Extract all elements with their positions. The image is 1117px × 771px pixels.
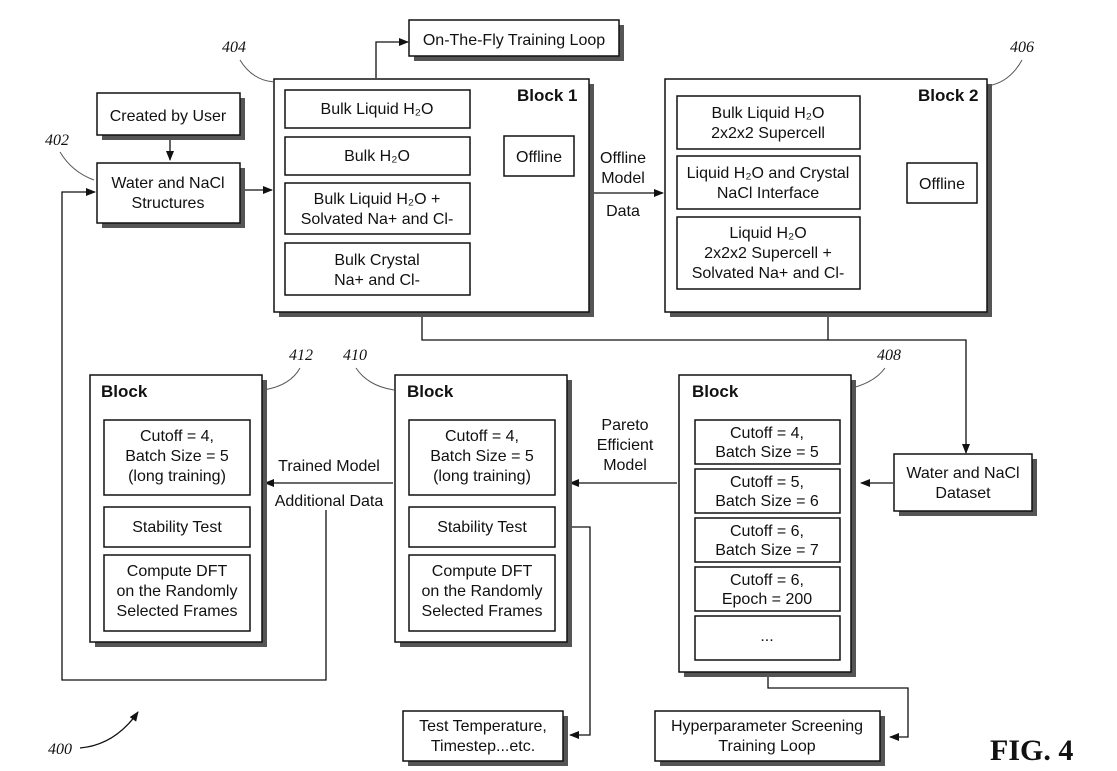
block1-item-3-line-2: Solvated Na+ and Cl-	[301, 211, 454, 228]
arrow-block1-to-loop	[376, 42, 408, 78]
additional-data-label: Additional Data	[275, 493, 384, 510]
figure-label: FIG. 4	[990, 734, 1073, 767]
structures-line-2: Structures	[132, 195, 205, 212]
ref-406-leader	[988, 60, 1022, 86]
block2-item-3-line-1: Liquid H₂O	[729, 225, 806, 242]
block1-item-3-line-1: Bulk Liquid H₂O +	[314, 191, 441, 208]
block1-item-4-line-1: Bulk Crystal	[334, 252, 419, 269]
block1-item-2-text: Bulk H₂O	[344, 148, 410, 165]
block-410-item-3-line-1: Compute DFT	[432, 563, 533, 580]
block1-offline-label: Offline	[516, 149, 562, 166]
ref-408: 408	[877, 347, 901, 364]
dataset-box	[894, 454, 1032, 511]
block1-item-1-text: Bulk Liquid H₂O	[321, 101, 434, 118]
pareto-line-3: Model	[603, 457, 647, 474]
hyperparameter-line-1: Hyperparameter Screening	[671, 718, 863, 735]
block-412-title: Block	[101, 382, 148, 401]
created-by-user-label: Created by User	[110, 108, 227, 125]
block-408-item-2-line-2: Batch Size = 6	[715, 493, 819, 510]
block-408-item-1-line-2: Batch Size = 5	[715, 444, 819, 461]
pareto-line-2: Efficient	[597, 437, 654, 454]
block1-title: Block 1	[517, 86, 577, 105]
between-line-3: Data	[606, 203, 640, 220]
block-412-item-1-line-1: Cutoff = 4,	[140, 428, 214, 445]
block-410-item-1-line-3: (long training)	[433, 468, 531, 485]
block-408-item-1-line-1: Cutoff = 4,	[730, 425, 804, 442]
dataset-line-2: Dataset	[935, 485, 991, 502]
block-408-item-3-line-1: Cutoff = 6,	[730, 523, 804, 540]
ref-408-leader	[852, 368, 885, 388]
between-line-2: Model	[601, 170, 645, 187]
block2-item-1-line-1: Bulk Liquid H₂O	[712, 105, 825, 122]
block-412-item-1-line-2: Batch Size = 5	[125, 448, 229, 465]
block-412-item-3-line-2: on the Randomly	[117, 583, 238, 600]
block2-item-2-line-2: NaCl Interface	[717, 185, 819, 202]
block-412-item-1-line-3: (long training)	[128, 468, 226, 485]
ref-400-arrow	[80, 712, 138, 748]
block-410-item-2-text: Stability Test	[437, 519, 527, 536]
ref-406: 406	[1010, 39, 1034, 56]
hyperparameter-line-2: Training Loop	[718, 738, 815, 755]
block2-item-3-line-2: 2x2x2 Supercell +	[704, 245, 832, 262]
between-line-1: Offline	[600, 150, 646, 167]
test-temperature-line-2: Timestep...etc.	[431, 738, 535, 755]
structures-box	[97, 163, 240, 223]
ref-400: 400	[48, 741, 72, 758]
ref-402-leader	[60, 152, 94, 180]
structures-line-1: Water and NaCl	[111, 175, 224, 192]
ref-402: 402	[45, 132, 69, 149]
block-410-item-3-line-3: Selected Frames	[422, 603, 543, 620]
ref-412-leader	[263, 368, 300, 390]
ref-410-leader	[356, 368, 394, 390]
pareto-line-1: Pareto	[601, 417, 648, 434]
block-408-item-4-line-1: Cutoff = 6,	[730, 572, 804, 589]
block-410-item-3-line-2: on the Randomly	[422, 583, 543, 600]
block-408-item-2-line-1: Cutoff = 5,	[730, 474, 804, 491]
block-408-item-4-line-2: Epoch = 200	[722, 591, 812, 608]
block2-item-3-line-3: Solvated Na+ and Cl-	[692, 265, 845, 282]
block2-title: Block 2	[918, 86, 978, 105]
test-temperature-line-1: Test Temperature,	[419, 718, 547, 735]
block-408-item-5-text: ...	[760, 628, 773, 645]
block-408-title: Block	[692, 382, 739, 401]
block-410-item-1-line-2: Batch Size = 5	[430, 448, 534, 465]
block2-item-2-line-1: Liquid H₂O and Crystal	[687, 165, 850, 182]
on-the-fly-loop-label: On-The-Fly Training Loop	[423, 32, 605, 49]
block-412-item-3-line-3: Selected Frames	[117, 603, 238, 620]
block1-item-4-line-2: Na+ and Cl-	[334, 272, 420, 289]
block-410-title: Block	[407, 382, 454, 401]
block-412-item-3-line-1: Compute DFT	[127, 563, 228, 580]
ref-404: 404	[222, 39, 246, 56]
ref-410: 410	[343, 347, 367, 364]
ref-404-leader	[240, 60, 274, 82]
block-410-item-1-line-1: Cutoff = 4,	[445, 428, 519, 445]
block-412-item-2-text: Stability Test	[132, 519, 222, 536]
ref-412: 412	[289, 347, 313, 364]
block2-offline-label: Offline	[919, 176, 965, 193]
block2-item-1-line-2: 2x2x2 Supercell	[711, 125, 825, 142]
dataset-line-1: Water and NaCl	[906, 465, 1019, 482]
trained-model-label: Trained Model	[278, 458, 380, 475]
block-408-item-3-line-2: Batch Size = 7	[715, 542, 819, 559]
